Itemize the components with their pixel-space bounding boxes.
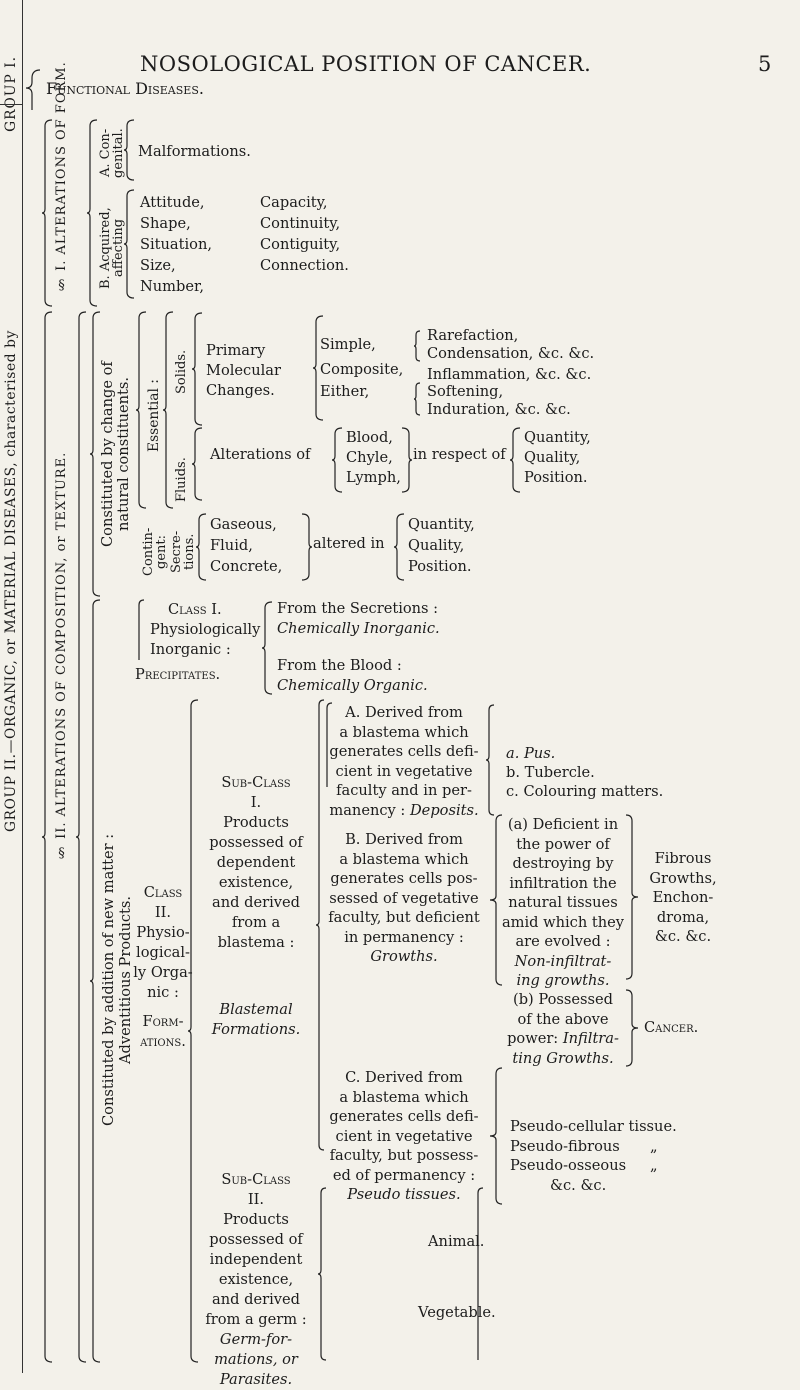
either-label: Either, xyxy=(320,383,370,400)
softening: Softening, xyxy=(427,383,504,400)
solids-brace xyxy=(191,312,203,426)
altered-in: altered in xyxy=(313,535,385,552)
composite-label: Composite, xyxy=(320,361,404,378)
fluids-list: Blood, Chyle, Lymph, xyxy=(346,429,401,486)
section2-outer-brace xyxy=(41,311,53,1363)
fluids-label: Fluids. xyxy=(174,457,189,502)
blastemal-formations: Blastemal Formations. xyxy=(211,1001,301,1038)
qqp-list: Quantity, Quality, Position. xyxy=(524,429,591,486)
rarefaction: Rarefaction, xyxy=(427,327,519,344)
subclass1-brace xyxy=(315,699,325,1151)
contingent-label: Contin-gent: xyxy=(141,527,169,577)
germ-formations: Germ-for- mations, or Parasites. xyxy=(214,1331,298,1388)
a-derived-block: A. Derived from a blastema which generat… xyxy=(329,704,479,819)
b-b-block: (b) Possessed of the above power: Infilt… xyxy=(507,991,619,1067)
group-tab-strip: GROUP I. GROUP II.—ORGANIC, or MATERIAL … xyxy=(0,0,23,1373)
b-derived-block: B. Derived from a blastema which generat… xyxy=(328,831,480,965)
chem-inorganic: Chemically Inorganic. xyxy=(277,620,440,637)
fluids-brace xyxy=(191,427,203,501)
class2-formations: Form- ations. xyxy=(140,1013,186,1050)
subclass2-brace xyxy=(317,1187,327,1361)
b-brace xyxy=(489,814,503,986)
a-results-brace xyxy=(485,704,495,816)
page-title: NOSOLOGICAL POSITION OF CANCER. xyxy=(140,52,592,76)
c-derived-block: C. Derived from a blastema which generat… xyxy=(329,1069,479,1203)
condensation: Condensation, &c. &c. xyxy=(427,345,595,362)
fibrous-growths: Fibrous Growths, Enchon- droma, &c. &c. xyxy=(649,850,717,945)
subclass1: Sub-Class I. Products possessed of depen… xyxy=(209,774,303,951)
fluid-list-close-brace xyxy=(401,427,413,493)
section1-a-brace xyxy=(123,119,135,181)
in-respect-of: in respect of xyxy=(413,446,506,463)
malformations: Malformations. xyxy=(138,143,251,160)
either-small-brace xyxy=(413,382,421,416)
section1-outer-brace xyxy=(41,119,53,307)
subclass2: Sub-Class II. Products possessed of inde… xyxy=(205,1171,307,1328)
primary-molecular-changes: Primary Molecular Changes. xyxy=(206,342,281,399)
pseudo-list: Pseudo-cellular tissue. Pseudo-fibrous„ … xyxy=(510,1118,677,1194)
fluid-list-brace xyxy=(331,427,343,493)
section1-label: § I. ALTERATIONS OF FORM. xyxy=(54,61,69,292)
section1-b-brace xyxy=(123,189,135,299)
vegetable: Vegetable. xyxy=(418,1304,496,1321)
class1-title: Class I. Physiologically Inorganic : xyxy=(150,601,261,658)
essential-label: Essential : xyxy=(146,379,162,452)
page-number: 5 xyxy=(758,52,772,76)
simple-brace xyxy=(312,315,324,421)
form-attributes-grid: Attitude,Capacity, Shape,Continuity, Sit… xyxy=(140,194,349,295)
section1-inner-brace xyxy=(86,119,98,307)
qqp-brace xyxy=(509,427,521,493)
cancer-label: Cancer. xyxy=(644,1019,699,1036)
secretions-label: Secre-tions. xyxy=(169,530,197,574)
precipitates: Precipitates. xyxy=(135,666,221,683)
section2-inner-brace xyxy=(75,311,87,1363)
alterations-of: Alterations of xyxy=(210,446,311,463)
fibrous-brace xyxy=(625,814,639,980)
class1-brace xyxy=(138,599,145,660)
group-tab-label-2: GROUP II.—ORGANIC, or MATERIAL DISEASES,… xyxy=(3,330,19,833)
animal: Animal. xyxy=(428,1233,485,1250)
class2-brace xyxy=(187,699,199,1363)
a-results: a. Pus. b. Tubercle. c. Colouring matter… xyxy=(506,745,664,800)
animal-vegetable-brace xyxy=(477,1187,484,1360)
solids-label: Solids. xyxy=(174,349,189,394)
cancer-brace xyxy=(625,989,639,1067)
secretions-list: Gaseous, Fluid, Concrete, xyxy=(210,516,283,575)
from-secretions: From the Secretions : xyxy=(277,600,439,617)
essential-outer-brace xyxy=(135,311,147,509)
natural-brace xyxy=(89,311,101,597)
simple-small-brace xyxy=(413,330,421,362)
inflammation: Inflammation, &c. &c. xyxy=(427,366,592,383)
secretions-brace xyxy=(195,513,207,581)
class2-title: Class II. Physio- logical- ly Orga- nic … xyxy=(133,884,193,1001)
from-blood: From the Blood : xyxy=(277,657,402,674)
group-brace xyxy=(25,69,41,110)
group-tab-label: GROUP I. xyxy=(3,56,19,132)
b-a-block: (a) Deficient in the power of destroying… xyxy=(501,816,625,989)
qqp2-list: Quantity, Quality, Position. xyxy=(408,516,475,575)
simple-label: Simple, xyxy=(320,336,376,353)
induration: Induration, &c. &c. xyxy=(427,401,571,418)
section2-label: § II. ALTERATIONS OF COMPOSITION, or TEX… xyxy=(54,451,69,860)
section1-b-label: B. Acquired,affecting xyxy=(98,207,126,289)
a-open-brace xyxy=(326,702,333,787)
qqp2-brace xyxy=(393,513,405,581)
new-matter-brace xyxy=(89,599,101,1363)
section-heading: Functional Diseases. xyxy=(46,79,204,98)
chem-organic: Chemically Organic. xyxy=(277,677,428,694)
c-brace xyxy=(489,1067,503,1205)
section1-a-label: A. Con-genital. xyxy=(98,128,126,178)
essential-inner-brace xyxy=(162,311,174,509)
secretions-close-brace xyxy=(301,513,313,581)
precipitates-brace xyxy=(261,601,273,695)
